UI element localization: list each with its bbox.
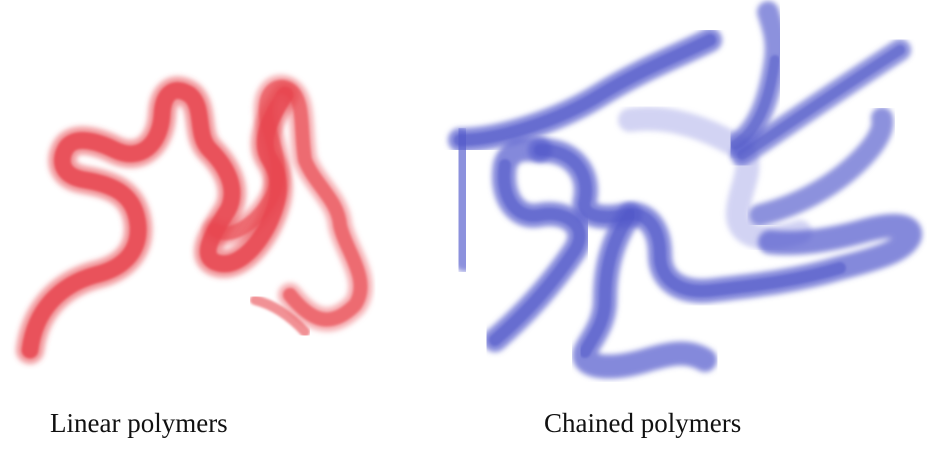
linear-polymer-strand (30, 87, 361, 350)
chained-polymers-caption: Chained polymers (544, 408, 741, 439)
chained-polymer-strands (459, 12, 910, 367)
linear-polymers-caption: Linear polymers (50, 408, 228, 439)
